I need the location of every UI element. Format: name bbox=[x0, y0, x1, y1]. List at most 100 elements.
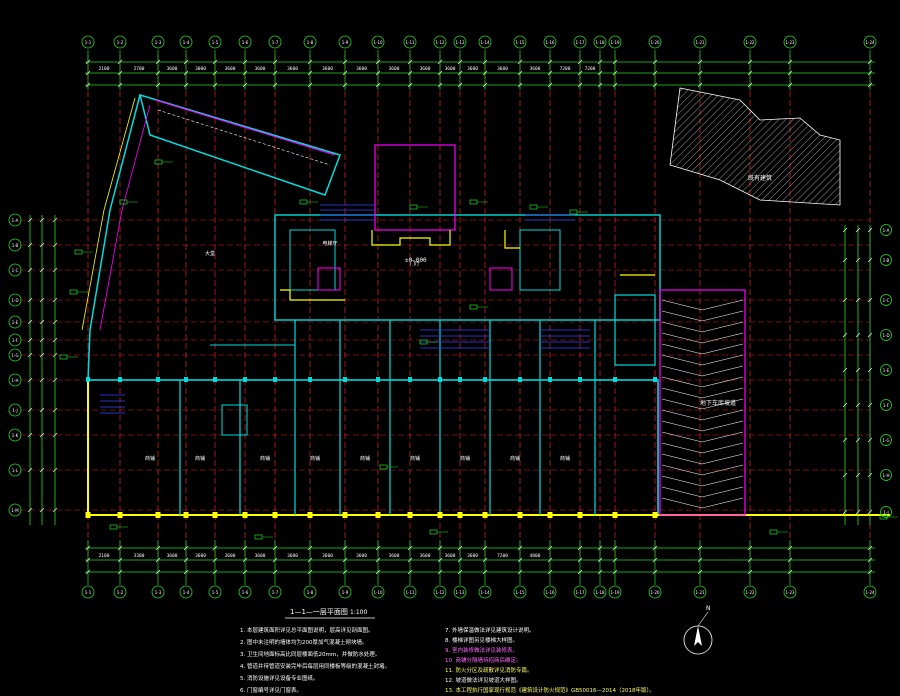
dim-text-top: 2700 bbox=[134, 66, 145, 72]
dim-text-bottom: 3600 bbox=[420, 553, 431, 559]
dim-tick bbox=[212, 70, 218, 76]
dim-text-top: 2100 bbox=[99, 66, 110, 72]
axis-bubble-bottom bbox=[238, 585, 252, 599]
axis-bubble-right bbox=[880, 469, 892, 481]
existing-building-hatch bbox=[669, 87, 841, 206]
dim-tick bbox=[27, 217, 33, 223]
dim-tick bbox=[517, 59, 523, 65]
dim-tick bbox=[85, 70, 91, 76]
column bbox=[457, 512, 463, 518]
dim-tick bbox=[272, 82, 278, 88]
drawing-scale: 1:100 bbox=[350, 609, 367, 616]
axis-label-bottom: 1-15 bbox=[515, 590, 525, 595]
dim-tick bbox=[27, 297, 33, 303]
dim-tick bbox=[407, 70, 413, 76]
dim-tick bbox=[612, 569, 618, 575]
ramp-chevron bbox=[661, 431, 744, 443]
dim-text-top: 3600 bbox=[167, 66, 178, 72]
axis-bubble-right bbox=[880, 294, 892, 306]
ramp-chevron bbox=[661, 365, 744, 377]
tag-marker bbox=[154, 159, 163, 165]
tag-marker bbox=[769, 529, 778, 535]
dim-tick bbox=[652, 569, 658, 575]
dim-tick bbox=[855, 509, 861, 515]
column bbox=[118, 377, 122, 382]
axis-label-top: 1-12 bbox=[435, 40, 445, 45]
axis-bubble-top bbox=[648, 35, 662, 49]
column bbox=[212, 512, 218, 518]
axis-bubble-left bbox=[8, 428, 22, 442]
column bbox=[376, 377, 380, 382]
axis-bubble-bottom bbox=[513, 585, 527, 599]
axis-bubble-top bbox=[151, 35, 165, 49]
axis-bubble-top bbox=[543, 35, 557, 49]
dim-tick bbox=[27, 319, 33, 325]
dim-tick bbox=[482, 557, 488, 563]
dim-tick bbox=[842, 257, 848, 263]
dim-text-top: 3600 bbox=[530, 66, 541, 72]
axis-label-top: 1-9 bbox=[342, 40, 349, 45]
dim-tick bbox=[747, 82, 753, 88]
dim-text-top: 7200 bbox=[585, 66, 596, 72]
dim-tick bbox=[27, 407, 33, 413]
dim-tick bbox=[597, 59, 603, 65]
dim-tick bbox=[39, 297, 45, 303]
axis-label-right: 1-J bbox=[883, 510, 888, 515]
dim-tick bbox=[547, 545, 553, 551]
axis-label-left: 1-D bbox=[11, 298, 18, 303]
column bbox=[184, 377, 188, 382]
axis-bubble-top bbox=[113, 35, 127, 49]
axis-bubble-bottom bbox=[113, 585, 127, 599]
axis-label-right: 1-E bbox=[883, 368, 890, 373]
dim-tick bbox=[117, 59, 123, 65]
ramp-chevron bbox=[661, 453, 744, 465]
axis-bubble-left bbox=[8, 503, 22, 517]
axis-label-bottom: 1-8 bbox=[307, 590, 314, 595]
dim-tick bbox=[787, 545, 793, 551]
dim-tick bbox=[747, 545, 753, 551]
building-walls bbox=[81, 93, 890, 516]
axis-label-top: 1-13 bbox=[455, 40, 465, 45]
dim-tick bbox=[117, 569, 123, 575]
dim-tick bbox=[39, 467, 45, 473]
dim-tick bbox=[242, 557, 248, 563]
tag-marker bbox=[569, 209, 578, 215]
dim-tick bbox=[747, 59, 753, 65]
dim-tick bbox=[39, 217, 45, 223]
axis-label-top: 1-6 bbox=[242, 40, 249, 45]
dim-text-bottom: 3600 bbox=[195, 553, 206, 559]
dim-tick bbox=[867, 569, 873, 575]
axis-bubble-right bbox=[880, 506, 892, 518]
column bbox=[307, 512, 313, 518]
dim-tick bbox=[52, 297, 58, 303]
axis-bubble-bottom bbox=[151, 585, 165, 599]
tag-marker bbox=[469, 199, 478, 205]
axis-label-bottom: 1-21 bbox=[695, 590, 705, 595]
room-label: 商铺 bbox=[560, 455, 570, 462]
axis-bubble-top bbox=[81, 35, 95, 49]
axis-label-left: 1-L bbox=[12, 468, 19, 473]
note-line: 2. 图中未注明的墙体均为200厚加气混凝土砌块墙。 bbox=[240, 638, 368, 646]
dim-tick bbox=[155, 82, 161, 88]
dim-tick bbox=[547, 70, 553, 76]
dim-tick bbox=[697, 70, 703, 76]
dim-tick bbox=[39, 319, 45, 325]
axis-label-top: 1-5 bbox=[212, 40, 219, 45]
dim-tick bbox=[52, 432, 58, 438]
dim-tick bbox=[597, 82, 603, 88]
dim-tick bbox=[612, 557, 618, 563]
dim-tick bbox=[117, 82, 123, 88]
dim-tick bbox=[612, 545, 618, 551]
axis-label-bottom: 1-5 bbox=[212, 590, 219, 595]
dim-tick bbox=[867, 545, 873, 551]
axis-bubble-bottom bbox=[81, 585, 95, 599]
dim-text-top: 3600 bbox=[356, 66, 367, 72]
column bbox=[652, 512, 658, 518]
tag-marker bbox=[109, 524, 118, 530]
dim-tick bbox=[867, 557, 873, 563]
axis-label-top: 1-22 bbox=[745, 40, 755, 45]
room-label: 商铺 bbox=[310, 455, 320, 462]
column bbox=[578, 377, 582, 382]
column bbox=[517, 512, 523, 518]
